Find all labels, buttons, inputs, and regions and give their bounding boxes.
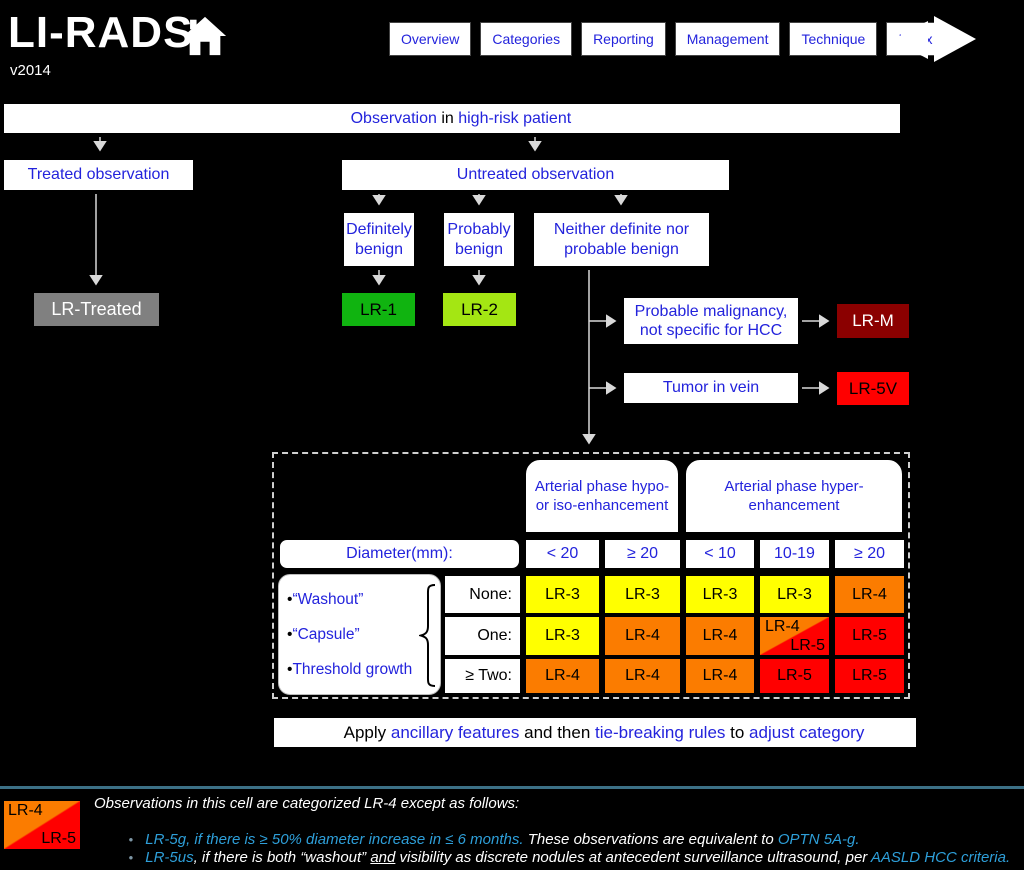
banner-text: Apply [343,722,391,742]
category-cell[interactable]: LR-5 [833,615,906,657]
footer-divider [0,786,1024,789]
nav-button-reporting[interactable]: Reporting [581,22,666,56]
ancillary-features-link[interactable]: ancillary features [390,722,520,742]
page-navigation [890,14,1000,68]
lr5g-link[interactable]: LR-5g, if there is ≥ 50% diameter increa… [145,831,524,848]
category-cell[interactable]: LR-4 [833,574,906,615]
legend-lr5-label: LR-5 [41,830,76,847]
category-cell[interactable]: LR-5 [833,657,906,695]
category-cell[interactable]: LR-3 [524,615,601,657]
footnote-text: visibility as discrete nodules at antece… [395,849,871,866]
category-cell[interactable]: LR-4 [603,657,682,695]
split-cell-lr4-label: LR-4 [765,618,800,635]
category-cell[interactable]: LR-5 [758,657,831,695]
tie-breaking-rules-link[interactable]: tie-breaking rules [595,722,726,742]
footnote-text: These observations are equivalent to [523,831,778,848]
bullet-icon: • [287,660,293,678]
footnote-intro: Observations in this cell are categorize… [94,795,520,812]
col-group-hyper-enhancement[interactable]: Arterial phase hyper-enhancement [684,458,904,534]
legend-lr4-label: LR-4 [8,802,43,819]
brace-icon [419,584,436,687]
node-treated-observation[interactable]: Treated observation [2,158,195,192]
bullet-icon: • [128,850,134,865]
ancillary-banner: Apply ancillary features and then tie-br… [272,716,918,749]
top-nav: Overview Categories Reporting Management… [389,22,945,56]
diameter-label: Diameter(mm): [278,538,521,570]
adjust-category-link[interactable]: adjust category [749,722,865,742]
lr5us-link[interactable]: LR-5us [145,849,194,866]
aasld-hcc-criteria-link[interactable]: AASLD HCC criteria. [870,849,1011,866]
diameter-col-header: ≥ 20 [603,538,682,570]
category-cell[interactable]: LR-4 [684,615,756,657]
node-probable-malignancy[interactable]: Probable malignancy, not specific for HC… [622,296,800,346]
next-page-button[interactable] [934,16,976,62]
version-label: v2014 [10,62,51,79]
banner-text: and then [519,722,596,742]
node-definitely-benign[interactable]: Definitely benign [342,211,416,268]
nav-button-technique[interactable]: Technique [789,22,878,56]
capsule-link[interactable]: “Capsule” [292,625,360,643]
category-lr-treated[interactable]: LR-Treated [32,291,161,328]
category-cell[interactable]: LR-4 [603,615,682,657]
diameter-col-header: < 20 [524,538,601,570]
washout-link[interactable]: “Washout” [292,590,364,608]
category-lr-m[interactable]: LR-M [835,302,911,340]
app-logo: LI-RADS [8,8,194,57]
diameter-col-header: ≥ 20 [833,538,906,570]
nav-button-categories[interactable]: Categories [480,22,573,56]
row-label: One: [443,615,522,657]
node-untreated-observation[interactable]: Untreated observation [340,158,731,192]
row-label: None: [443,574,522,615]
category-cell[interactable]: LR-3 [603,574,682,615]
row-label: ≥ Two: [443,657,522,695]
col-group-hypo-enhancement[interactable]: Arterial phase hypo- or iso-enhancement [524,458,680,534]
category-lr-2[interactable]: LR-2 [441,291,518,328]
category-cell[interactable]: LR-4 [524,657,601,695]
split-cell-lr5-label: LR-5 [790,637,825,654]
category-cell[interactable]: LR-3 [758,574,831,615]
category-cell[interactable]: LR-3 [524,574,601,615]
bullet-icon: • [128,832,134,847]
category-cell[interactable]: LR-4 [684,657,756,695]
diameter-col-header: < 10 [684,538,756,570]
split-cell-legend-icon: LR-4 LR-5 [2,799,82,851]
footnote-lr5g: • LR-5g, if there is ≥ 50% diameter incre… [112,814,860,865]
footnote-text: , if there is both “washout” [193,849,371,866]
node-probably-benign[interactable]: Probably benign [442,211,516,268]
bullet-icon: • [287,590,293,608]
nav-button-management[interactable]: Management [674,22,781,56]
category-cell-split[interactable]: LR-4 LR-5 [758,615,831,657]
diagnostic-table: Arterial phase hypo- or iso-enhancement … [272,452,910,699]
category-lr-5v[interactable]: LR-5V [835,370,911,407]
footnote-lr5us: •LR-5us, if there is both “washout” and … [112,832,1010,870]
observation-link[interactable]: Observation [350,109,437,127]
threshold-growth-link[interactable]: Threshold growth [292,660,413,678]
diameter-col-header: 10-19 [758,538,831,570]
high-risk-patient-link[interactable]: high-risk patient [458,109,572,127]
node-observation: Observation in high-risk patient [2,102,902,135]
observation-in-text: in [436,109,459,127]
banner-text: to [725,722,750,742]
major-features-box: •“Washout” •“Capsule” •Threshold growth [278,574,441,695]
node-tumor-in-vein[interactable]: Tumor in vein [622,371,800,405]
category-lr-1[interactable]: LR-1 [340,291,417,328]
prev-page-button[interactable] [892,21,928,59]
nav-button-overview[interactable]: Overview [389,22,472,56]
optn-5ag-link[interactable]: OPTN 5A-g. [777,831,860,848]
category-cell[interactable]: LR-3 [684,574,756,615]
home-icon[interactable] [182,14,228,58]
node-neither-benign[interactable]: Neither definite nor probable benign [532,211,711,268]
footnote-and-underlined: and [370,849,396,866]
bullet-icon: • [287,625,293,643]
